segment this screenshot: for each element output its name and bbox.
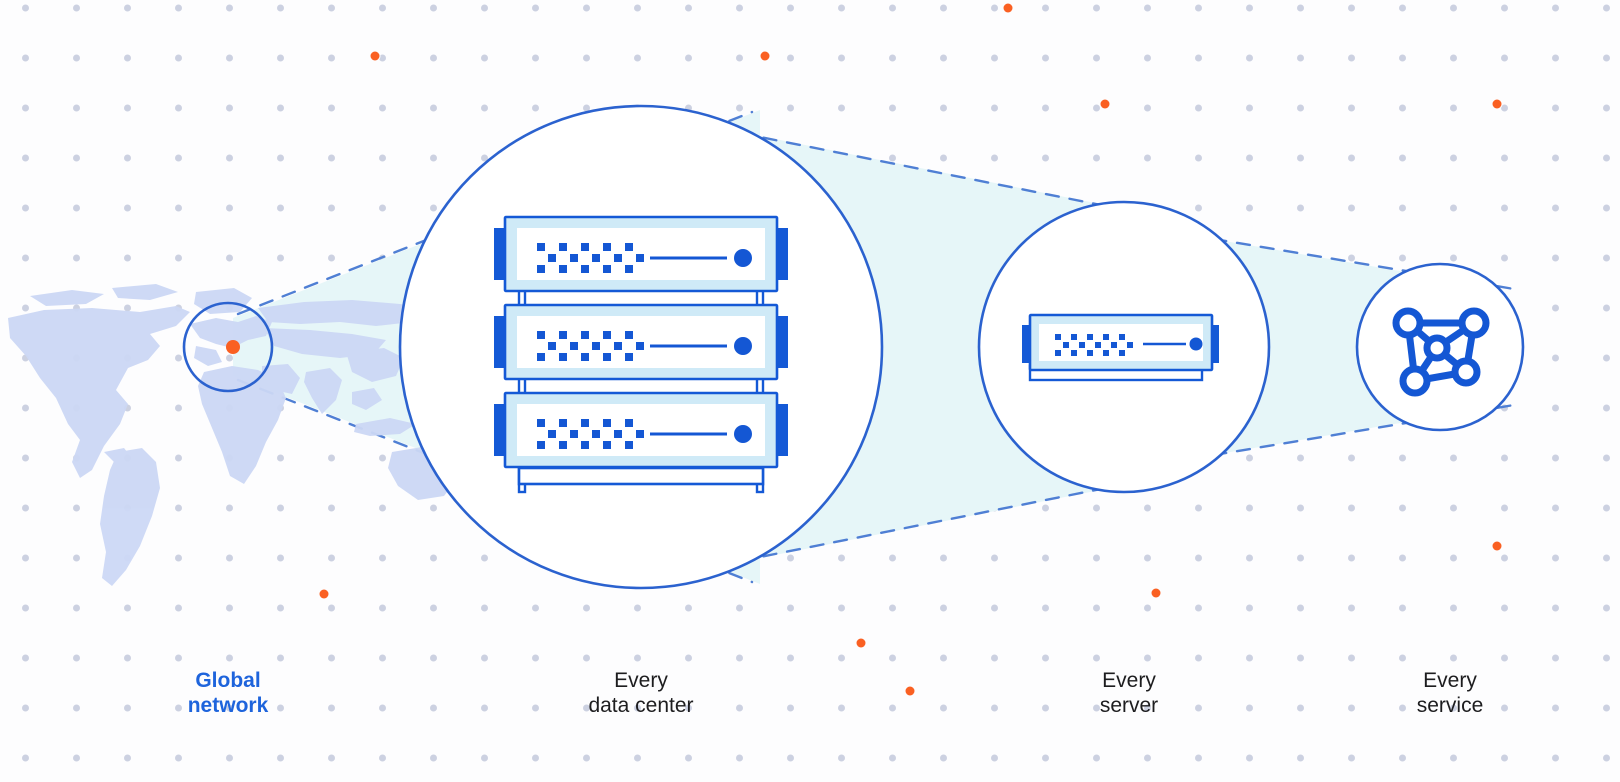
- mesh-node-bottom-right: [1451, 357, 1481, 387]
- accent-dot: [319, 589, 329, 599]
- mesh-node-top-left: [1392, 307, 1424, 339]
- accent-dot: [760, 51, 770, 61]
- rack-unit: [494, 303, 788, 381]
- server-rack-icon: [494, 215, 788, 494]
- led-matrix: [537, 243, 644, 273]
- status-led: [734, 425, 752, 443]
- accent-dot: [905, 686, 915, 696]
- mesh-nodes: [1392, 307, 1490, 397]
- accent-dot: [1492, 99, 1502, 109]
- accent-dot: [1100, 99, 1110, 109]
- rack-base-plate: [517, 466, 765, 486]
- server-unit-icon: [1022, 313, 1219, 382]
- status-led: [1189, 337, 1203, 351]
- mesh-node-bottom-left: [1399, 365, 1431, 397]
- global-network-circle[interactable]: [182, 301, 274, 393]
- led-matrix: [537, 419, 644, 449]
- mesh-node-center: [1423, 334, 1451, 362]
- stage-label-every-data-center[interactable]: Every data center: [588, 669, 694, 717]
- status-led: [734, 337, 752, 355]
- stage-label-every-server[interactable]: Every server: [1099, 669, 1159, 717]
- accent-dot-group: [318, 2, 1503, 697]
- accent-dot: [1003, 3, 1013, 13]
- mesh-network-icon: [1392, 307, 1490, 397]
- status-led: [734, 249, 752, 267]
- stage-label-every-service[interactable]: Every service: [1416, 669, 1484, 717]
- accent-dot: [1492, 541, 1502, 551]
- world-map-icon: [8, 284, 486, 586]
- mesh-node-top-right: [1458, 307, 1490, 339]
- led-matrix: [537, 331, 644, 361]
- accent-dot: [1151, 588, 1161, 598]
- accent-dot: [856, 638, 866, 648]
- led-matrix: [1055, 334, 1133, 356]
- stage-label-global-network[interactable]: Global network: [187, 669, 269, 717]
- rack-unit: [494, 215, 788, 293]
- map-marker-dot: [226, 340, 240, 354]
- accent-dot: [370, 51, 380, 61]
- rack-unit: [494, 391, 788, 469]
